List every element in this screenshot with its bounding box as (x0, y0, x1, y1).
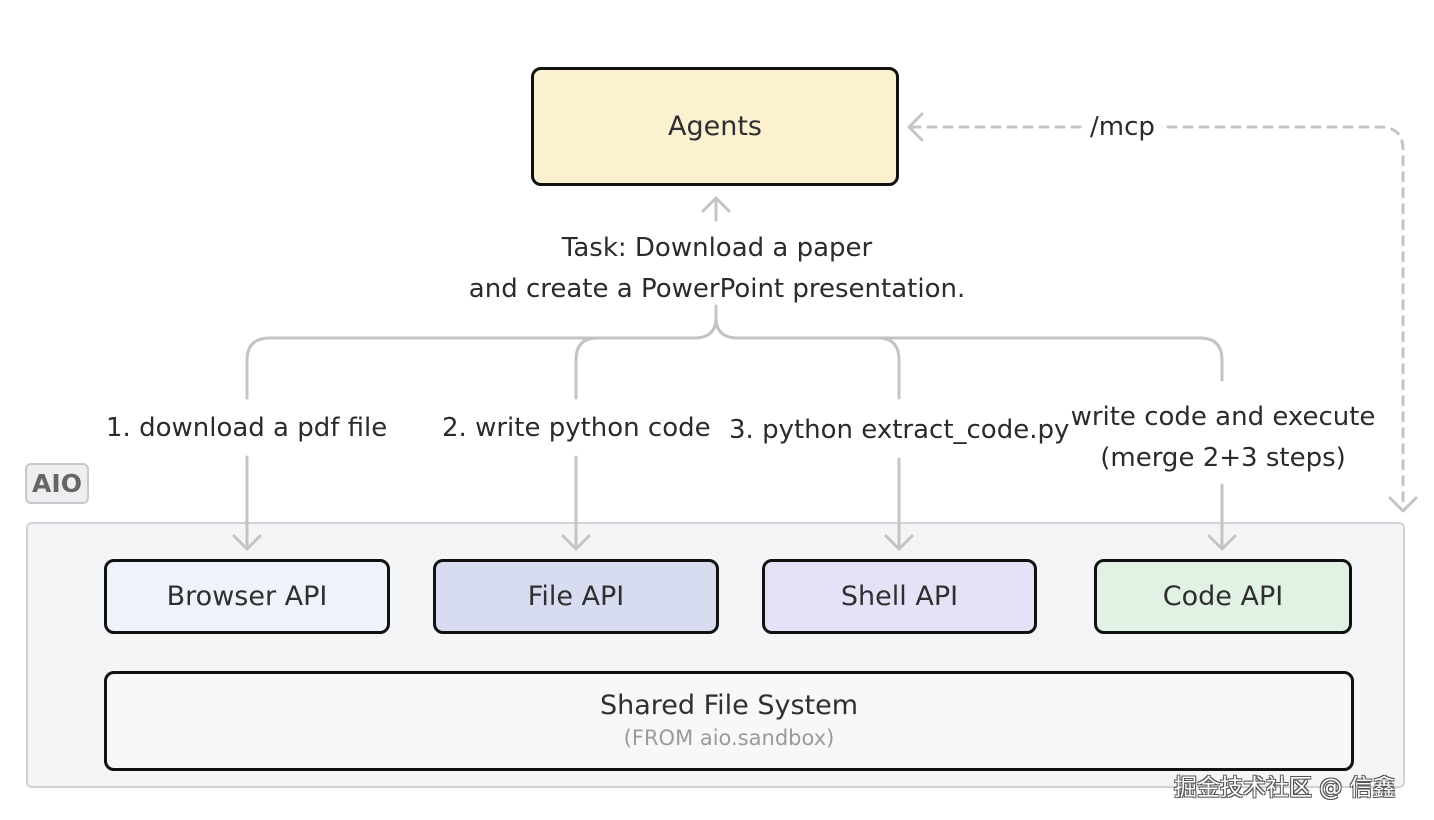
step4-arrow-head (1207, 534, 1237, 551)
step3-arrow-head (884, 534, 914, 551)
aio-tag: AIO (25, 463, 89, 504)
mcp-arrow-down-head (1388, 496, 1418, 513)
task-arrow-head (701, 196, 731, 213)
agents-label: Agents (668, 111, 762, 142)
step-3-label: 3. python extract_code.py (729, 415, 1070, 445)
mcp-connector (910, 125, 1405, 510)
task-brace-right (714, 316, 1224, 382)
step-4-line-2: (merge 2+3 steps) (1100, 443, 1346, 473)
code-api-box: Code API (1094, 559, 1352, 634)
task-brace-file (574, 336, 599, 400)
file-api-box: File API (433, 559, 719, 634)
step2-arrow-head (561, 534, 591, 551)
task-line-2: and create a PowerPoint presentation. (468, 274, 966, 304)
task-description: Task: Download a paper and create a Powe… (417, 228, 1017, 310)
mcp-arrow-left-head (907, 112, 924, 142)
shared-file-system-subtitle: (FROM aio.sandbox) (623, 726, 835, 750)
step-2-label: 2. write python code (442, 413, 711, 443)
task-brace-shell (876, 336, 901, 400)
shell-api-box: Shell API (762, 559, 1037, 634)
shared-file-system-title: Shared File System (599, 690, 859, 721)
browser-api-label: Browser API (166, 581, 328, 612)
step-1-label: 1. download a pdf file (106, 413, 388, 443)
browser-api-box: Browser API (104, 559, 390, 634)
step-4-line-1: write code and execute (1070, 402, 1376, 432)
watermark: 掘金技术社区 @ 信鑫 (1174, 775, 1396, 801)
task-line-1: Task: Download a paper (561, 233, 873, 263)
code-api-label: Code API (1162, 581, 1284, 612)
step1-arrow-head (232, 534, 262, 551)
mcp-label: /mcp (1084, 110, 1161, 144)
shell-api-label: Shell API (840, 581, 959, 612)
task-brace-left (245, 304, 718, 400)
agents-box: Agents (531, 67, 899, 186)
shared-file-system-box: Shared File System (FROM aio.sandbox) (104, 671, 1354, 771)
step-4-label: write code and execute (merge 2+3 steps) (1068, 397, 1378, 479)
file-api-label: File API (527, 581, 625, 612)
